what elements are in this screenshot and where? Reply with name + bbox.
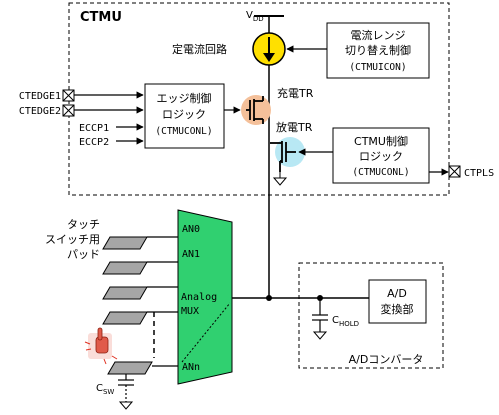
ctmu-title: CTMU (80, 10, 122, 25)
csw-capacitor (118, 374, 134, 386)
mux-channel-an0: AN0 (182, 224, 200, 235)
touch-label-line3: パッド (67, 248, 100, 261)
mux-channel-an1: AN1 (182, 249, 200, 260)
range-box-line2: 切り替え制御 (345, 43, 411, 57)
touch-label-line2: スイッチ用 (45, 233, 100, 246)
ctmu-logic-line3: (CTMUCONL) (352, 167, 409, 178)
ctmu-boundary (68, 2, 450, 196)
current-arrow-head (263, 53, 275, 62)
range-control-box (326, 22, 430, 79)
ctedge2-label: CTEDGE2 (19, 106, 61, 117)
ctmu-logic-line2: ロジック (359, 150, 403, 163)
csw-ground-icon (118, 401, 134, 410)
adc-box (368, 279, 427, 324)
eccp1-label: ECCP1 (79, 123, 109, 134)
csw-label: CSW (96, 383, 114, 396)
mux-channel-ann: ANn (182, 362, 200, 373)
touch-pad (102, 236, 148, 250)
ctedge1-pin (62, 89, 75, 102)
mux-selection-path (181, 302, 231, 363)
range-box-line1: 電流レンジ (351, 28, 406, 42)
mux-label-analog: Analog (181, 292, 217, 303)
finger-touch-icon (84, 327, 118, 365)
adc-box-line1: A/D (387, 287, 407, 300)
chold-label: CHOLD (332, 315, 359, 328)
edge-box-line3: (CTMUCONL) (155, 126, 212, 137)
edge-control-box (144, 83, 225, 149)
touch-pad (107, 361, 153, 375)
touch-pad (102, 261, 148, 275)
charge-tr-label: 充電TR (277, 86, 314, 100)
mux-label-mux: MUX (181, 306, 199, 317)
discharge-tr-symbol (270, 141, 296, 172)
adc-boundary (298, 262, 444, 369)
analog-mux (177, 209, 233, 385)
touch-pad (102, 311, 148, 325)
discharge-ground-icon (272, 172, 288, 186)
discharge-tr-label: 放電TR (276, 120, 313, 134)
range-box-line3: (CTMUICON) (349, 62, 406, 73)
ctedge2-pin (62, 104, 75, 117)
chold-capacitor (312, 298, 328, 332)
chold-ground-icon (312, 331, 328, 340)
ctpls-label: CTPLS (464, 168, 494, 179)
ctedge1-label: CTEDGE1 (19, 91, 61, 102)
ctmu-logic-line1: CTMU制御 (354, 134, 408, 148)
edge-box-line2: ロジック (162, 108, 206, 121)
edge-box-line1: エッジ制御 (157, 91, 212, 105)
touch-label-line1: タッチ (67, 218, 100, 231)
vdd-label: VDD (246, 10, 264, 23)
adc-box-line2: 変換部 (381, 302, 414, 316)
bus-junction (266, 295, 272, 301)
charge-tr-icon (241, 95, 271, 125)
current-source-label: 定電流回路 (172, 42, 227, 56)
charge-tr-symbol (246, 96, 264, 124)
ctpls-pin (448, 165, 461, 178)
ctmu-logic-box (332, 127, 430, 184)
adc-title: A/Dコンバータ (349, 353, 424, 366)
eccp2-label: ECCP2 (79, 137, 109, 148)
touch-pad (102, 286, 148, 300)
